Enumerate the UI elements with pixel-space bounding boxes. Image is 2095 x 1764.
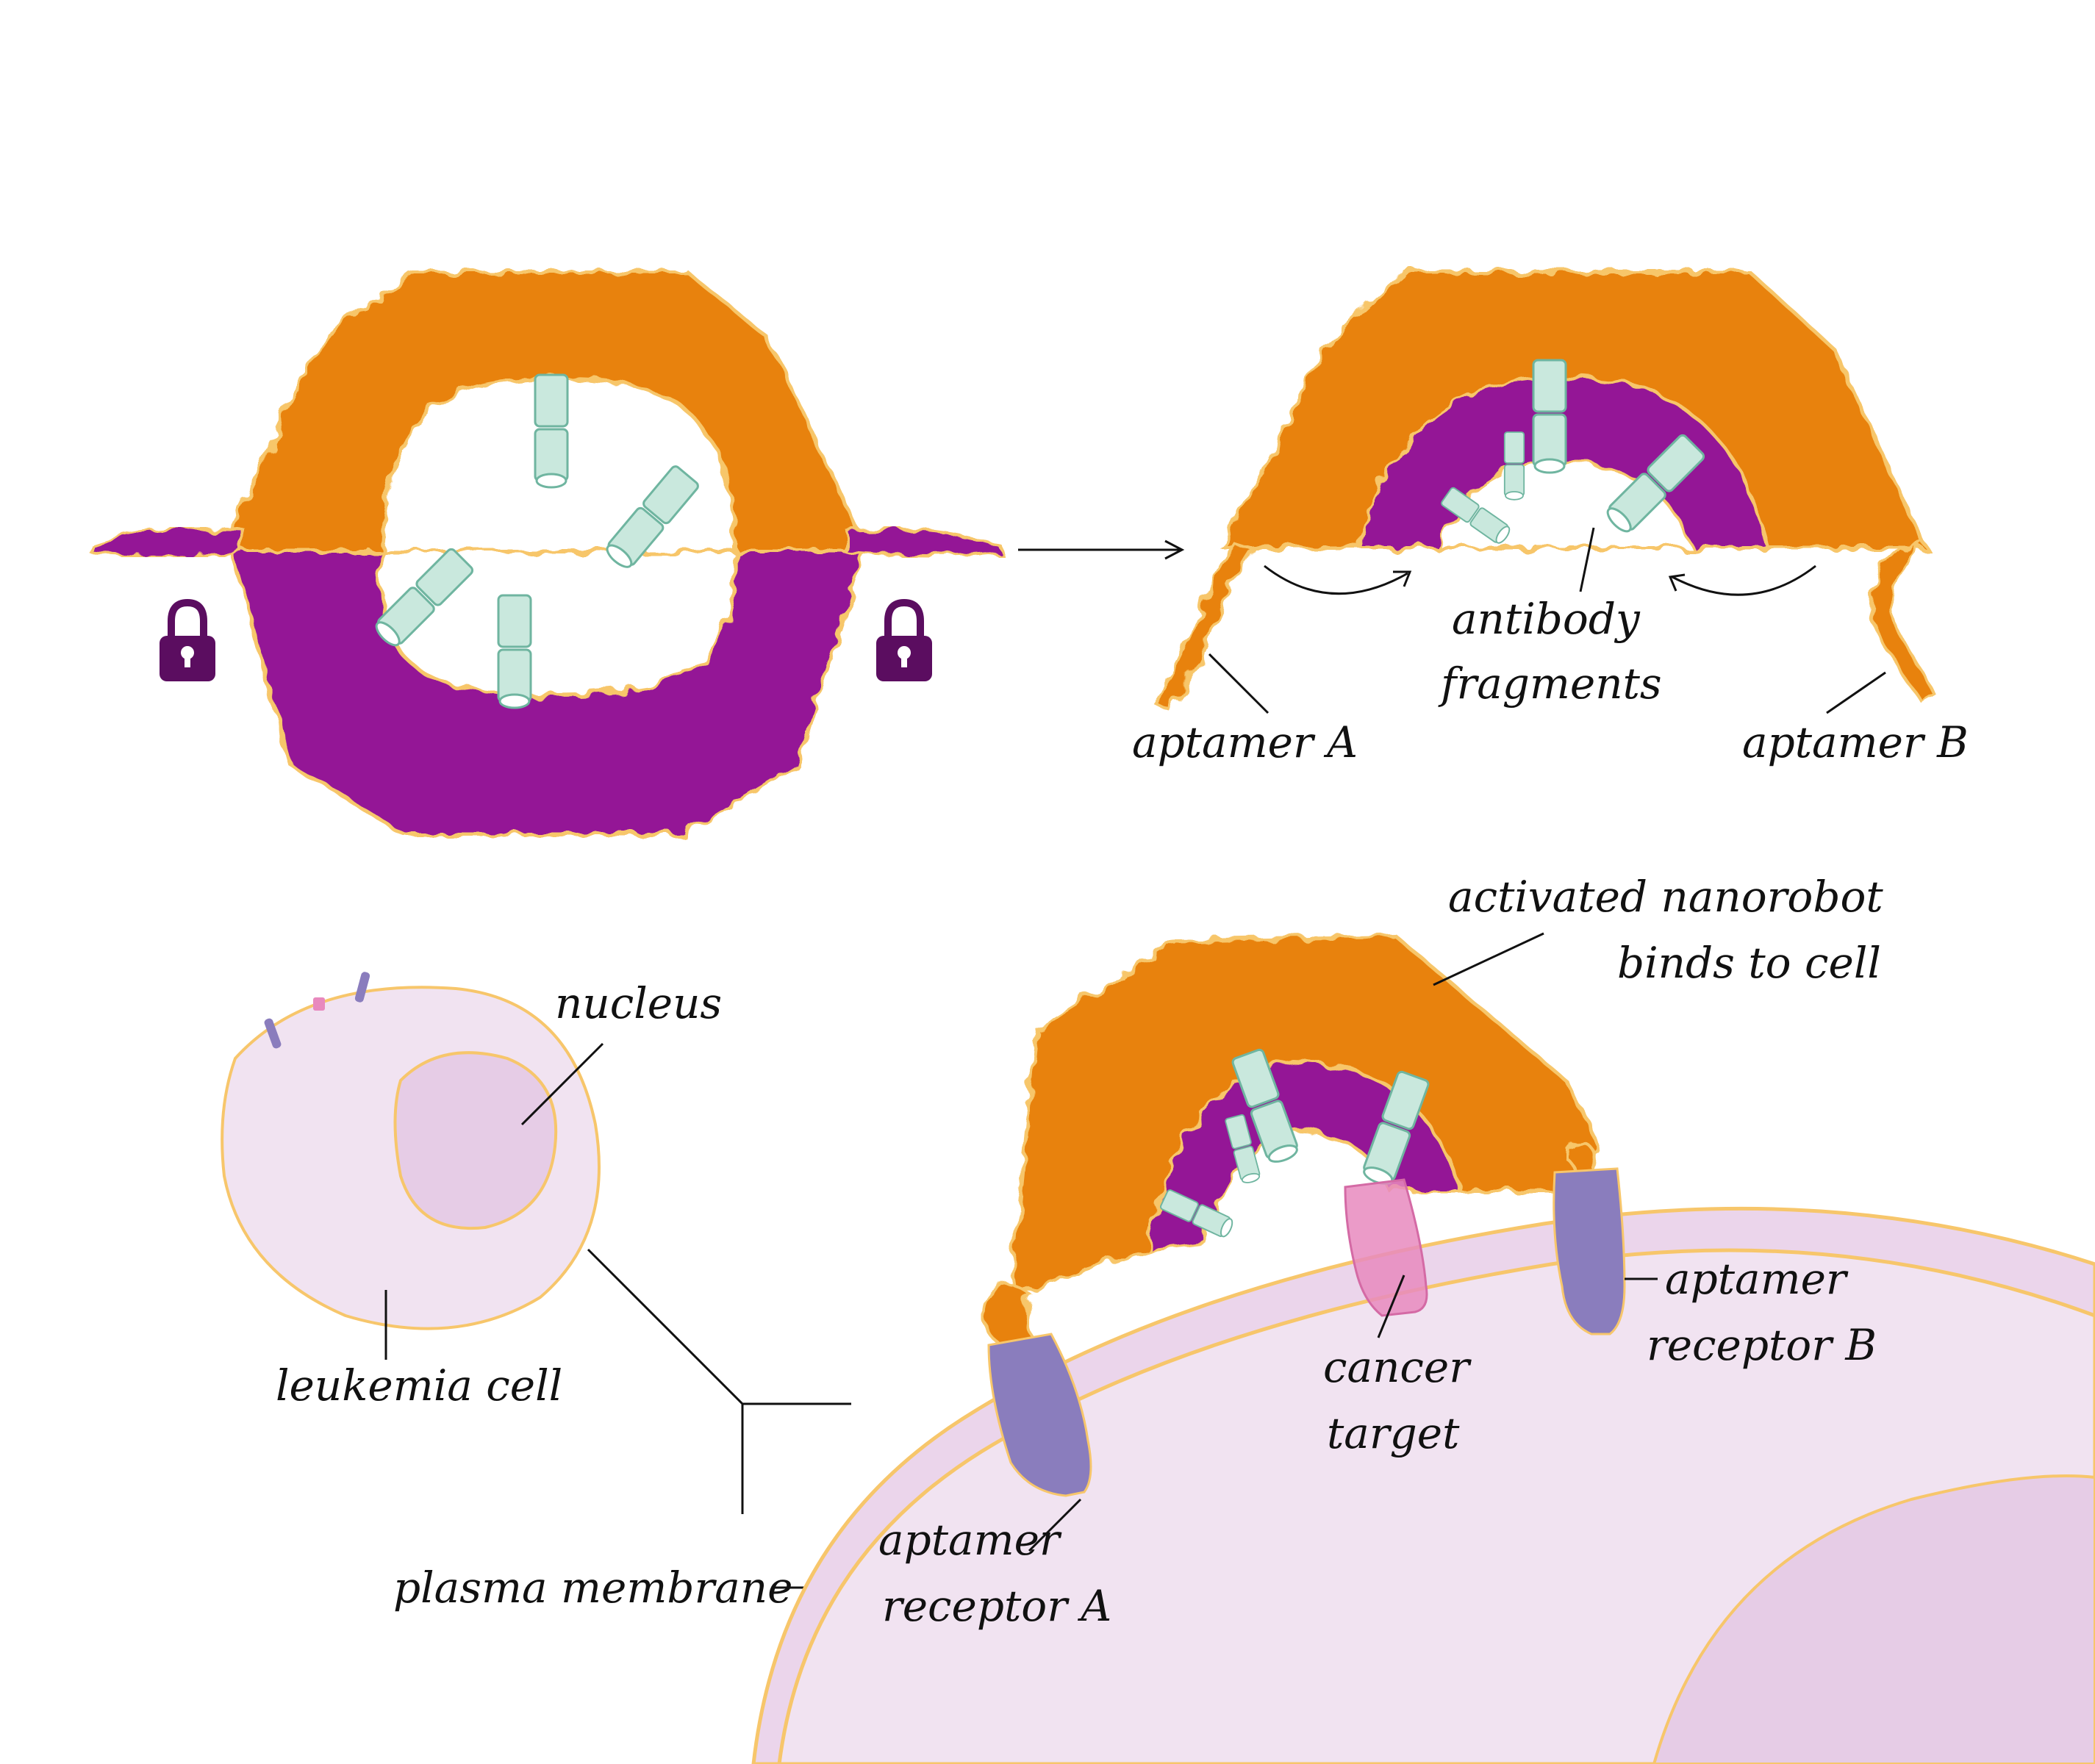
right-latch-strand: [844, 526, 1001, 558]
padlock-icon: [876, 598, 932, 681]
antibody-fragment: [370, 546, 476, 651]
nucleus: [393, 1051, 558, 1230]
mini-cancer-target: [313, 997, 325, 1011]
cancer-target: [1344, 1178, 1428, 1317]
label-aptamer-receptor-b-line1: aptamer: [1665, 1254, 1849, 1304]
purple-shell-half: [229, 549, 867, 836]
activated-nanorobot: [982, 932, 1602, 1355]
curved-arrow-left: [1264, 564, 1408, 595]
label-aptamer-a: aptamer A: [1132, 717, 1358, 767]
opening-nanorobot: [1152, 270, 1937, 714]
mini-receptor: [264, 1018, 282, 1049]
locked-nanorobot: [90, 270, 1001, 836]
aptamer-a-strand: [1152, 542, 1256, 711]
label-cancer-target-line2: target: [1327, 1408, 1460, 1458]
label-aptamer-b: aptamer B: [1742, 717, 1969, 767]
label-nucleus: nucleus: [555, 978, 722, 1028]
aptamer-receptor-a: [987, 1333, 1092, 1497]
padlock-icon: [160, 598, 215, 681]
label-aptamer-receptor-a-line2: receptor A: [882, 1581, 1111, 1631]
label-aptamer-receptor-b-line2: receptor B: [1647, 1320, 1877, 1370]
nucleus: [1652, 1474, 2095, 1764]
aptamer-b-strand: [1869, 540, 1937, 704]
antibody-fragment: [497, 594, 532, 709]
label-activated-nanorobot-line1: activated nanorobot: [1448, 872, 1883, 922]
antibody-fragment: [1532, 359, 1567, 474]
aptamer-receptor-b: [1553, 1167, 1626, 1335]
mini-receptor: [354, 972, 370, 1003]
left-latch-strand: [90, 527, 244, 557]
label-leukemia-cell: leukemia cell: [276, 1360, 562, 1410]
antibody-fragment: [601, 463, 701, 573]
antibody-fragment: [1503, 431, 1525, 501]
label-activated-nanorobot-line2: binds to cell: [1617, 938, 1881, 988]
antibody-fragment: [534, 373, 569, 489]
label-plasma-membrane: plasma membrane: [393, 1563, 792, 1613]
label-antibody-fragments-line1: antibody: [1452, 594, 1641, 644]
curved-arrow-right: [1672, 564, 1816, 596]
label-cancer-target-line1: cancer: [1323, 1342, 1472, 1392]
label-aptamer-receptor-a-line1: aptamer: [878, 1515, 1062, 1565]
transition-arrow: [1018, 539, 1185, 560]
zoomed-cell: [751, 1206, 2095, 1764]
label-antibody-fragments-line2: fragments: [1438, 659, 1662, 709]
leukemia-cell: [221, 972, 851, 1514]
zoom-bracket: [587, 1248, 851, 1514]
